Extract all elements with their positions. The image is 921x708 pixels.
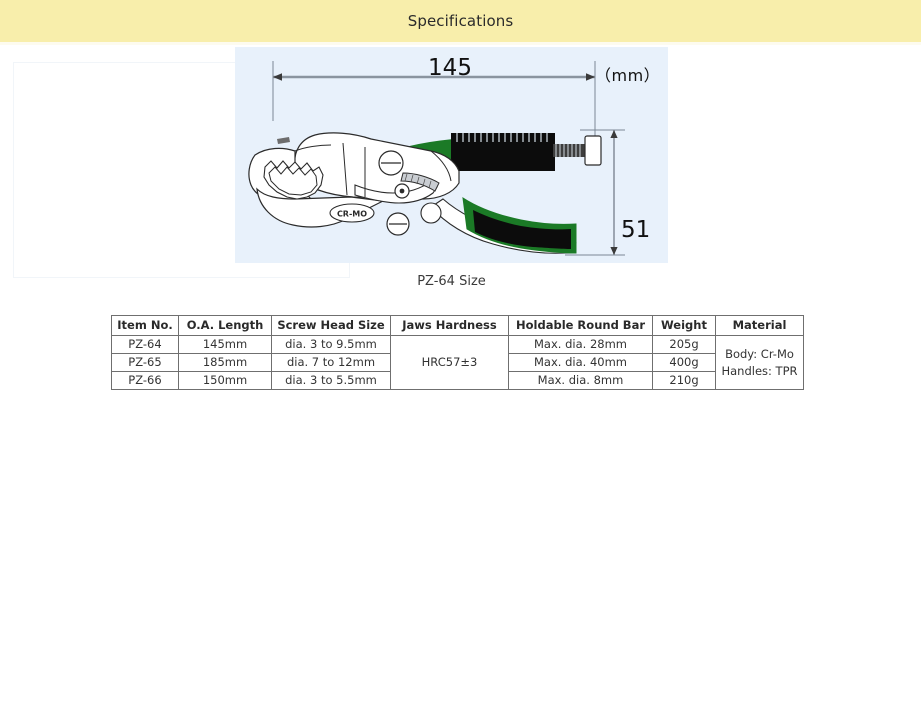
pliers-illustration: CR-MO <box>248 132 602 254</box>
movable-jaw-lower <box>256 187 386 228</box>
dimension-arrow-right <box>586 73 595 81</box>
column-header-oa-length: O.A. Length <box>178 315 272 336</box>
specifications-header-band: Specifications <box>0 0 921 42</box>
cell-screw-head: dia. 3 to 9.5mm <box>271 335 391 354</box>
dimension-lines <box>272 61 625 256</box>
cell-holdable-bar: Max. dia. 8mm <box>508 371 653 390</box>
cr-mo-stamp-text: CR-MO <box>337 210 367 219</box>
table-header-row: Item No. O.A. Length Screw Head Size Jaw… <box>111 315 804 336</box>
body-detail-mark <box>277 137 290 144</box>
cr-mo-stamp-outline <box>329 203 375 223</box>
cell-weight: 400g <box>652 353 716 372</box>
cell-holdable-bar: Max. dia. 40mm <box>508 353 653 372</box>
cell-item-no: PZ-64 <box>111 335 179 354</box>
cell-jaws-hardness: HRC57±3 <box>390 335 509 390</box>
jaw-teeth-inner <box>268 166 318 196</box>
cell-oa-length: 145mm <box>178 335 272 354</box>
table-row: PZ-64 145mm dia. 3 to 9.5mm HRC57±3 Max.… <box>111 335 804 390</box>
adjusting-screw-knob <box>584 135 602 166</box>
lower-handle-black-grip <box>473 210 571 249</box>
unit-label: （mm） <box>595 66 661 85</box>
column-header-material: Material <box>715 315 804 336</box>
body-contour-line <box>294 144 332 152</box>
column-header-weight: Weight <box>652 315 716 336</box>
page-title: Specifications <box>407 12 514 30</box>
specifications-table: Item No. O.A. Length Screw Head Size Jaw… <box>111 315 804 390</box>
body-seam-right <box>430 150 452 182</box>
knurl-lines <box>404 173 432 189</box>
screw-threads <box>555 144 581 157</box>
dimension-arrow-bottom <box>610 247 618 255</box>
header-underline <box>0 42 921 45</box>
product-drawing-panel: CR-MO 145 （mm） 51 <box>235 47 668 263</box>
cell-screw-head: dia. 7 to 12mm <box>271 353 391 372</box>
dimension-arrow-left <box>273 73 282 81</box>
cell-oa-length: 185mm <box>178 353 272 372</box>
height-dimension-label: 51 <box>621 217 651 243</box>
cell-oa-length: 150mm <box>178 371 272 390</box>
adjusting-screw-shaft <box>553 144 585 157</box>
cell-material: Body: Cr-Mo Handles: TPR <box>715 335 804 390</box>
material-handles-text: Handles: TPR <box>721 363 798 378</box>
pivot-rivet-rear <box>420 202 442 224</box>
width-dimension-label: 145 <box>428 55 472 81</box>
linkage-pin-center <box>399 188 405 194</box>
locking-pliers-drawing: CR-MO <box>248 61 625 256</box>
drawing-caption: PZ-64 Size <box>417 274 486 289</box>
jaw-teeth-serration <box>263 160 324 200</box>
cell-weight: 205g <box>652 335 716 354</box>
grip-ribbing <box>456 133 548 142</box>
column-header-screw-head: Screw Head Size <box>271 315 391 336</box>
cell-weight: 210g <box>652 371 716 390</box>
column-header-item-no: Item No. <box>111 315 179 336</box>
column-header-jaws-hardness: Jaws Hardness <box>390 315 509 336</box>
cell-holdable-bar: Max. dia. 28mm <box>508 335 653 354</box>
table-row: PZ-66 150mm dia. 3 to 5.5mm Max. dia. 8m… <box>111 371 804 390</box>
cell-item-no: PZ-65 <box>111 353 179 372</box>
upper-handle-black-grip <box>451 133 555 171</box>
table-row: PZ-65 185mm dia. 7 to 12mm Max. dia. 40m… <box>111 353 804 372</box>
body-seam-left <box>342 142 348 196</box>
cell-screw-head: dia. 3 to 5.5mm <box>271 371 391 390</box>
column-header-holdable-bar: Holdable Round Bar <box>508 315 653 336</box>
cell-item-no: PZ-66 <box>111 371 179 390</box>
material-body-text: Body: Cr-Mo <box>725 346 794 361</box>
dimension-arrow-top <box>610 130 618 138</box>
